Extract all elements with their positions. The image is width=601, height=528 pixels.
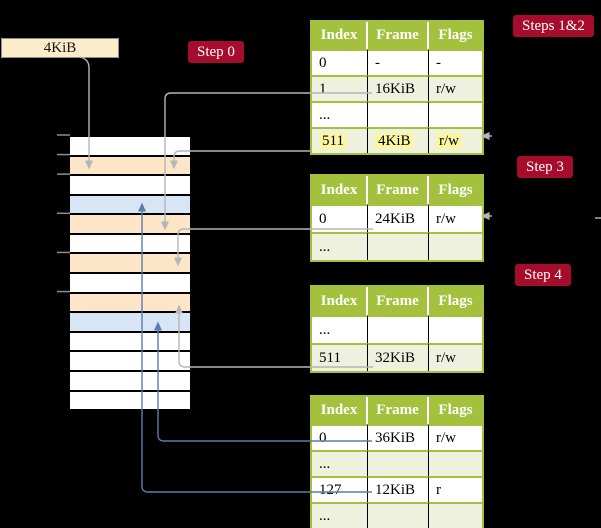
page-table-row: ... xyxy=(312,502,482,528)
page-table-cell xyxy=(368,502,429,528)
page-table-cell: - xyxy=(368,49,429,75)
page-table-cell: 36KiB xyxy=(368,424,429,450)
page-table-row: ... xyxy=(312,450,482,476)
page-table-cell xyxy=(368,450,429,476)
highlighted-value: r/w xyxy=(436,132,462,149)
memory-frame-white xyxy=(70,332,190,353)
page-table-cell: r/w xyxy=(429,424,482,450)
highlighted-value: 4KiB xyxy=(375,132,414,149)
memory-frame-white xyxy=(70,391,190,410)
column-header-flags: Flags xyxy=(429,176,482,204)
memory-frame-page xyxy=(70,156,190,177)
page-table-row: ... xyxy=(312,101,482,127)
page-table-row: ... xyxy=(312,315,482,343)
memory-frame-white xyxy=(70,137,190,157)
page-table-cell: ... xyxy=(312,502,368,528)
badge-steps-1-2: Steps 1&2 xyxy=(513,15,594,37)
page-table-cell xyxy=(368,315,429,343)
connector-pte511-to-frame-4kib xyxy=(170,150,310,170)
column-header-index: Index xyxy=(312,287,368,315)
page-table-cell xyxy=(429,450,482,476)
page-table-cell: 1 xyxy=(312,75,368,101)
column-header-index: Index xyxy=(312,176,368,204)
page-table-row: ... xyxy=(312,232,482,260)
page-table-cell: 0 xyxy=(312,424,368,450)
page-table-cell: ... xyxy=(312,315,368,343)
page-table-cell: 12KiB xyxy=(368,476,429,502)
frame-size-box: 4KiB xyxy=(1,38,119,58)
page-table-row: 511 4KiB r/w xyxy=(312,127,482,153)
physical-memory-stack xyxy=(70,135,190,410)
page-table-cell: 4KiB xyxy=(368,127,429,153)
column-header-index: Index xyxy=(312,397,368,424)
column-header-flags: Flags xyxy=(429,22,482,49)
memory-frame-page xyxy=(70,215,190,235)
page-table-cell: r/w xyxy=(429,343,482,371)
badge-step-3: Step 3 xyxy=(517,156,573,178)
page-table-cell: 16KiB xyxy=(368,75,429,101)
page-table-cell: r/w xyxy=(429,75,482,101)
page-table-cell: 0 xyxy=(312,204,368,232)
page-table-cell: 127 xyxy=(312,476,368,502)
memory-frame-white xyxy=(70,234,190,255)
page-table-cell xyxy=(429,232,482,260)
page-table-cell xyxy=(429,101,482,127)
badge-step-0: Step 0 xyxy=(188,41,244,63)
page-table-cell: 511 xyxy=(312,127,368,153)
memory-frame-table xyxy=(70,313,190,333)
page-table-cell: ... xyxy=(312,232,368,260)
memory-frame-white xyxy=(70,274,190,294)
memory-frame-table xyxy=(70,195,190,216)
memory-frame-white xyxy=(70,371,190,392)
page-table-cell: 511 xyxy=(312,343,368,371)
memory-frame-page xyxy=(70,293,190,314)
page-table-cell xyxy=(368,101,429,127)
column-header-frame: Frame xyxy=(368,397,429,424)
page-table-cell xyxy=(429,315,482,343)
page-table-cell: ... xyxy=(312,450,368,476)
page-table-cell: 24KiB xyxy=(368,204,429,232)
column-header-frame: Frame xyxy=(368,176,429,204)
column-header-frame: Frame xyxy=(368,287,429,315)
page-table-cell: r/w xyxy=(429,127,482,153)
page-table-cell: 0 xyxy=(312,49,368,75)
memory-frame-white xyxy=(70,352,190,372)
column-header-flags: Flags xyxy=(429,397,482,424)
badge-step-4: Step 4 xyxy=(515,264,571,286)
page-table-cell xyxy=(368,232,429,260)
highlighted-value: 511 xyxy=(319,132,347,149)
page-table-row: 0-- xyxy=(312,49,482,75)
frame-size-label: 4KiB xyxy=(43,40,77,56)
memory-frame-page xyxy=(70,254,190,275)
column-header-frame: Frame xyxy=(368,22,429,49)
page-table-cell: r xyxy=(429,476,482,502)
column-header-index: Index xyxy=(312,22,368,49)
page-table-cell xyxy=(429,502,482,528)
page-table-cell: 32KiB xyxy=(368,343,429,371)
address-ticks xyxy=(57,134,70,293)
page-table-cell: - xyxy=(429,49,482,75)
page-table-cell: ... xyxy=(312,101,368,127)
page-table-cell: r/w xyxy=(429,204,482,232)
memory-frame-white xyxy=(70,176,190,196)
column-header-flags: Flags xyxy=(429,287,482,315)
